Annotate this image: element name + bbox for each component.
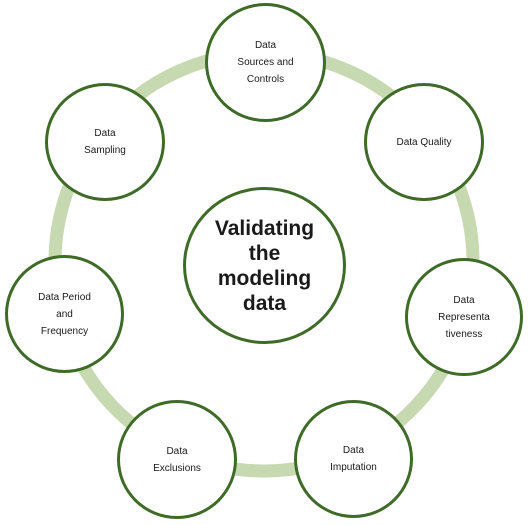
node-label: Data Period and Frequency <box>38 291 91 337</box>
node-label: Data Sources and Controls <box>237 40 294 85</box>
node-data-sampling: Data Sampling <box>45 83 165 201</box>
node-label: Data Representa tiveness <box>438 294 490 340</box>
node-data-sources-and-controls: Data Sources and Controls <box>205 3 326 122</box>
node-data-period-and-frequency: Data Period and Frequency <box>5 255 124 373</box>
center-node-label: Validating the modeling data <box>214 216 315 315</box>
node-data-imputation: Data Imputation <box>294 400 413 518</box>
node-label: Data Sampling <box>84 128 126 156</box>
node-data-representativeness: Data Representa tiveness <box>405 258 523 376</box>
node-label: Data Imputation <box>330 445 377 473</box>
node-data-exclusions: Data Exclusions <box>117 400 237 519</box>
node-label: Data Quality <box>396 136 452 148</box>
node-label: Data Exclusions <box>153 445 201 474</box>
node-data-quality: Data Quality <box>364 83 484 201</box>
center-node: Validating the modeling data <box>183 187 346 344</box>
